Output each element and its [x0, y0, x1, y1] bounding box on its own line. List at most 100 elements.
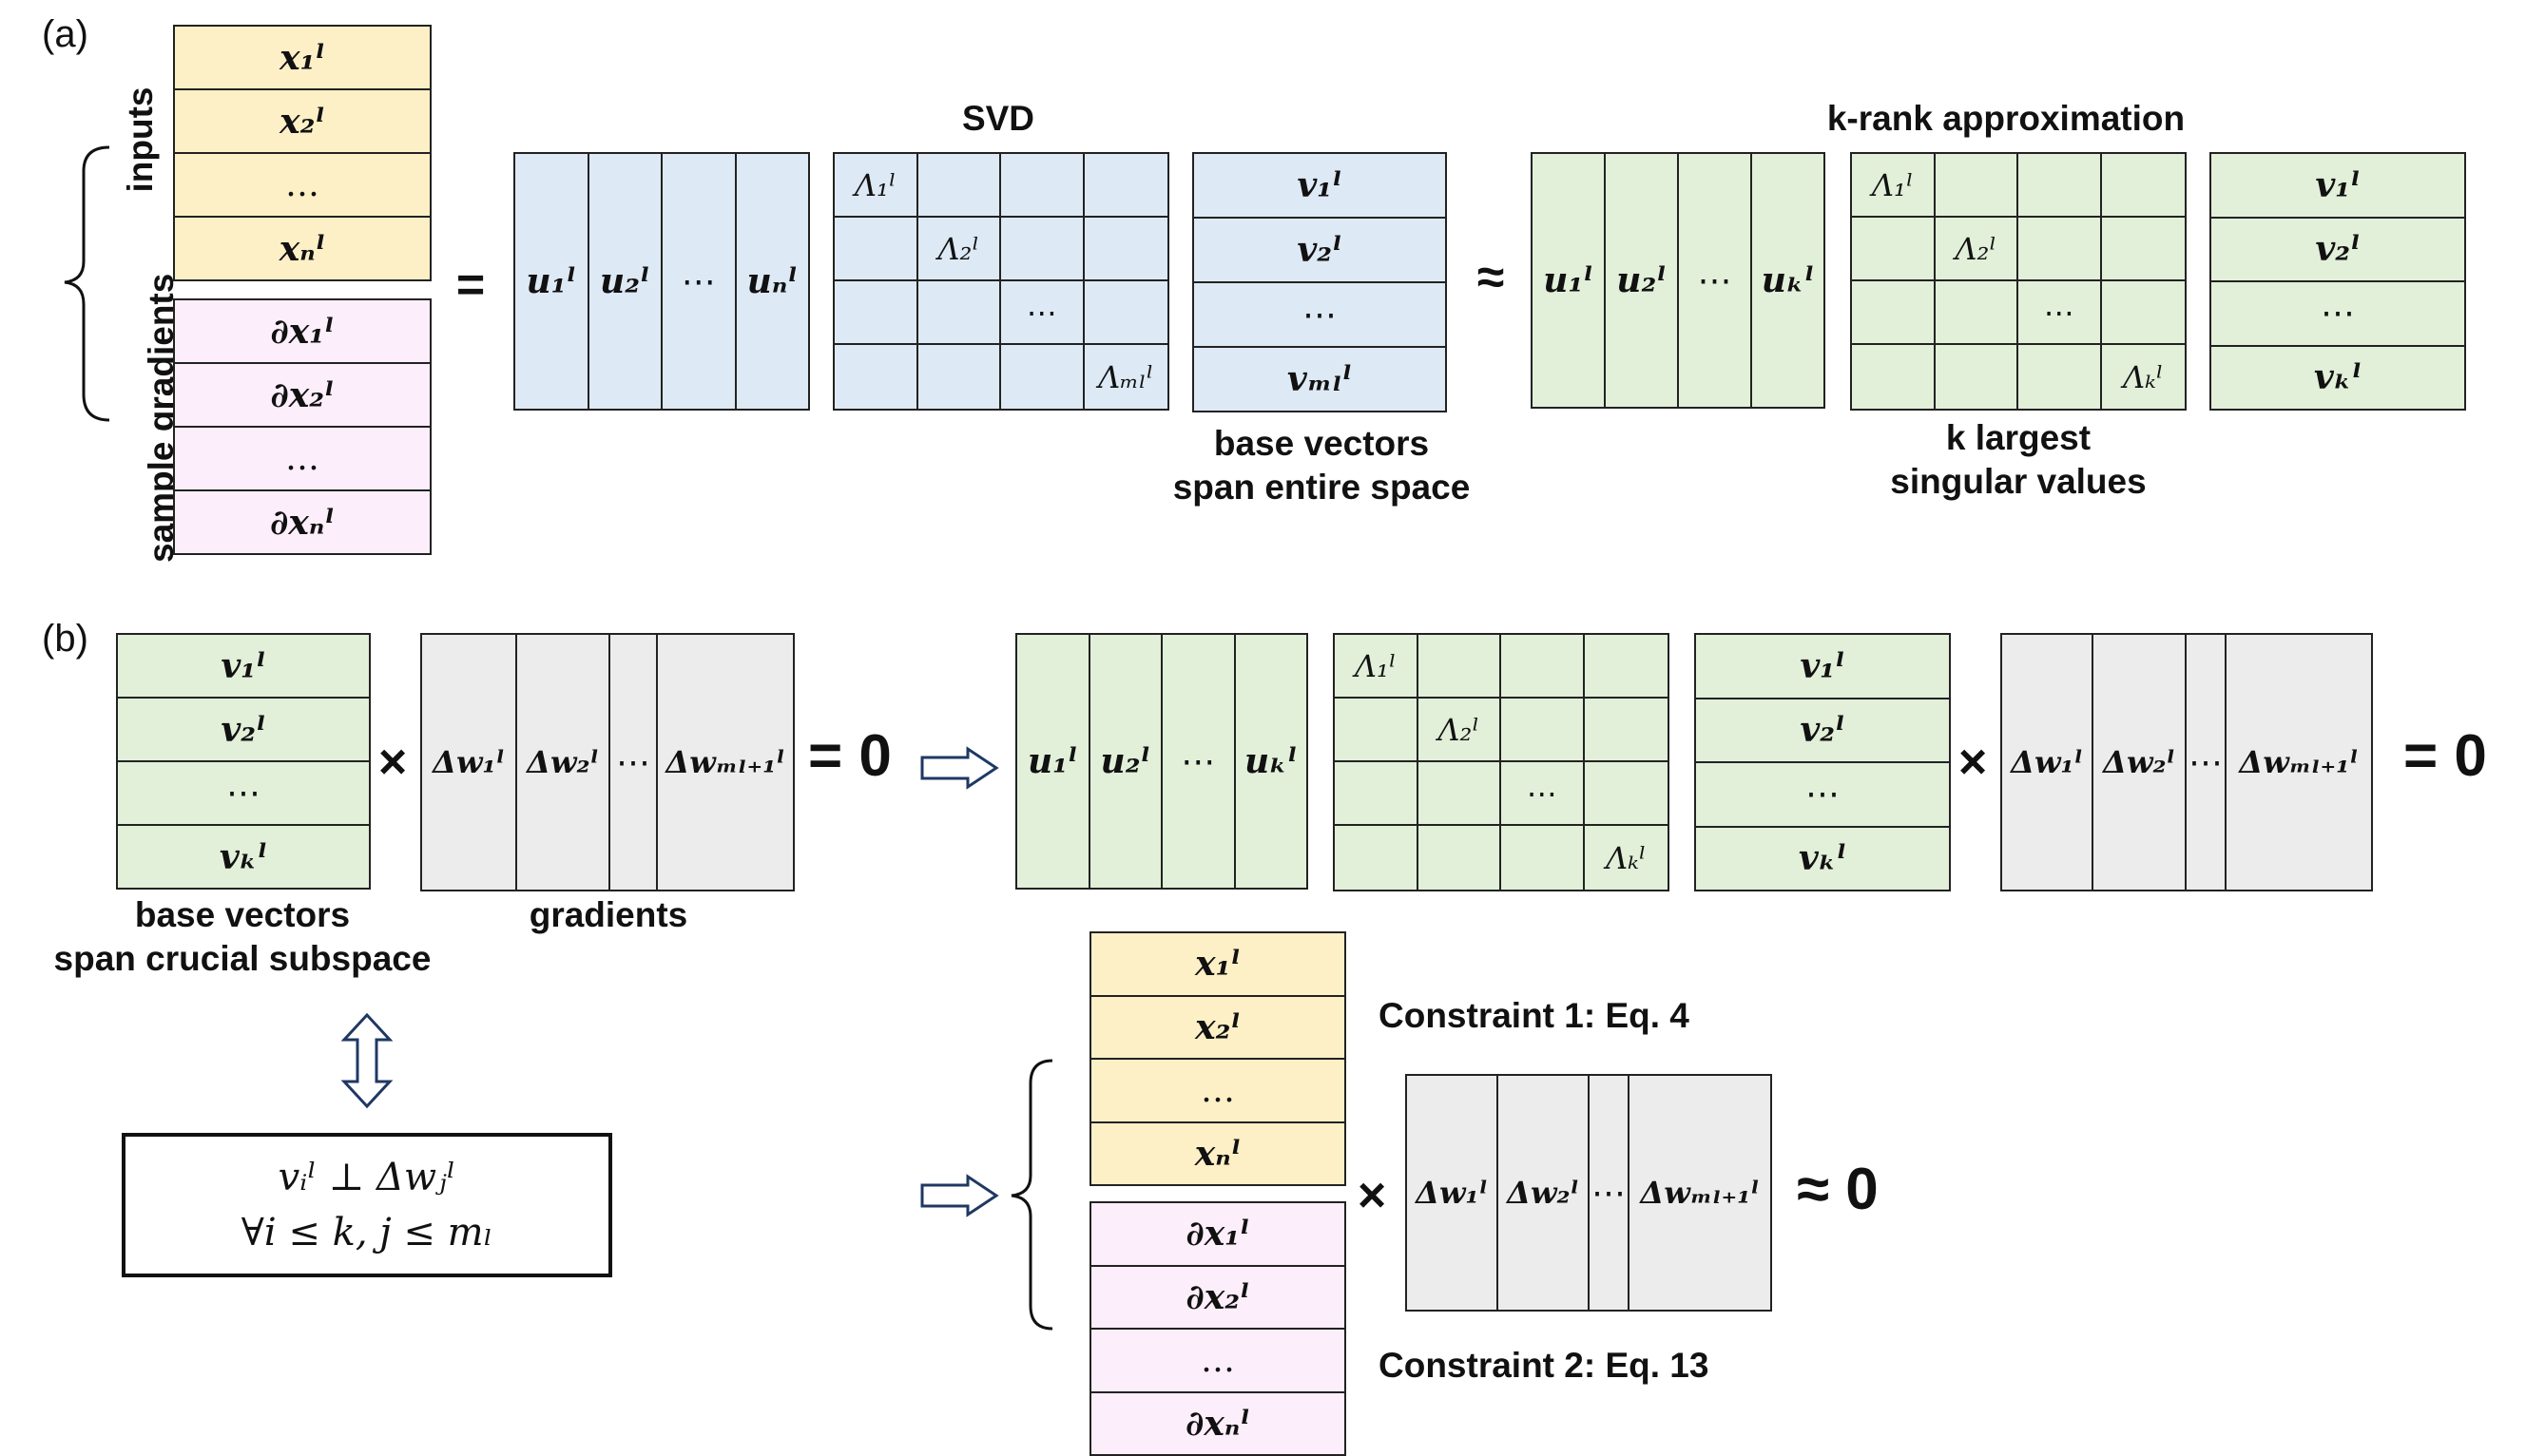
ellipsis: … — [175, 154, 430, 218]
u-column: u₂ˡ — [1606, 154, 1679, 407]
ellipsis: ⋯ — [1590, 1076, 1629, 1310]
gradient-row: ∂xₙˡ — [270, 502, 335, 543]
ellipsis: ⋯ — [610, 635, 658, 890]
v-row: vₖˡ — [2313, 357, 2362, 398]
base-vectors-entire-caption: base vectors span entire space — [1172, 424, 1471, 507]
ellipsis: ⋯ — [1501, 762, 1585, 826]
ellipsis: ⋯ — [2187, 635, 2227, 890]
u-column: u₂ˡ — [1090, 635, 1163, 888]
delta-w-column: Δw₁ˡ — [2002, 635, 2093, 890]
ellipsis: ⋯ — [2211, 282, 2464, 347]
ellipsis: ⋯ — [118, 762, 369, 826]
equals-sign: = — [455, 258, 486, 313]
double-arrow-icon — [340, 1012, 394, 1109]
v-row: v₁ˡ — [118, 635, 369, 699]
gradient-row: ∂xₙˡ — [1186, 1403, 1250, 1444]
v-row: v₁ˡ — [1696, 635, 1949, 699]
times-sign: × — [377, 735, 408, 790]
panel-b-label: (b) — [42, 618, 88, 660]
lambda-entry: Λ₂ˡ — [1935, 218, 2018, 281]
v-row: v₂ˡ — [118, 699, 369, 762]
v-row: vₖˡ — [1798, 838, 1847, 879]
brace-b — [1011, 1059, 1053, 1331]
v-k-matrix: v₁ˡ v₂ˡ ⋯ vₖˡ — [2209, 152, 2466, 411]
lambda-entry: Λₖˡ — [2122, 358, 2164, 395]
u-column: u₂ˡ — [589, 154, 663, 409]
ellipsis: ⋯ — [2018, 281, 2102, 345]
v-row: v₂ˡ — [1194, 219, 1445, 283]
delta-w-column: Δwₘₗ₊₁ˡ — [665, 744, 785, 780]
lambda-entry: Λ₁ˡ — [835, 154, 918, 218]
ellipsis: ⋯ — [1679, 154, 1752, 407]
v-row: v₂ˡ — [2211, 219, 2464, 282]
v-row: v₁ˡ — [1194, 154, 1445, 219]
gradient-row: ∂x₂ˡ — [175, 364, 430, 428]
delta-w-matrix: Δw₁ˡ Δw₂ˡ ⋯ Δwₘₗ₊₁ˡ — [420, 633, 795, 891]
ellipsis: … — [1091, 1060, 1344, 1123]
u-column: u₁ˡ — [1017, 635, 1090, 888]
constraint-2-label: Constraint 2: Eq. 13 — [1379, 1346, 1709, 1385]
v-k-matrix: v₁ˡ v₂ˡ ⋯ vₖˡ — [116, 633, 371, 890]
inputs-label: inputs — [121, 86, 160, 193]
brace-a — [64, 145, 110, 422]
lambda-full-matrix: Λ₁ˡ Λ₂ˡ ⋯ Λₘₗˡ — [833, 152, 1169, 411]
v-row: v₂ˡ — [1696, 699, 1949, 763]
u-full-matrix: u₁ˡ u₂ˡ ⋯ uₙˡ — [513, 152, 810, 411]
v-row: vₘₗˡ — [1286, 359, 1353, 399]
gradient-row: ∂x₂ˡ — [1091, 1267, 1344, 1330]
delta-w-column: Δw₂ˡ — [1498, 1076, 1590, 1310]
delta-w-column: Δwₘₗ₊₁ˡ — [1640, 1175, 1760, 1211]
condition-line: vᵢˡ ⊥ Δwⱼˡ — [278, 1156, 456, 1199]
ellipsis: ⋯ — [663, 154, 737, 409]
input-row: x₂ˡ — [1091, 997, 1344, 1060]
base-vectors-crucial-caption: base vectors span crucial subspace — [53, 895, 432, 978]
approx-zero: ≈ 0 — [1797, 1157, 1879, 1222]
orthogonality-condition-box: vᵢˡ ⊥ Δwⱼˡ ∀i ≤ k, j ≤ mₗ — [122, 1133, 612, 1277]
delta-w-column: Δw₂ˡ — [2093, 635, 2187, 890]
u-column: uₖˡ — [1244, 741, 1298, 781]
delta-w-column: Δw₁ˡ — [422, 635, 517, 890]
ellipsis: ⋯ — [1163, 635, 1236, 888]
v-full-matrix: v₁ˡ v₂ˡ ⋯ vₘₗˡ — [1192, 152, 1447, 412]
input-row: xₙˡ — [1194, 1133, 1242, 1174]
v-row: vₖˡ — [219, 836, 268, 877]
input-row: xₙˡ — [279, 228, 326, 269]
u-k-matrix: u₁ˡ u₂ˡ ⋯ uₖˡ — [1531, 152, 1825, 409]
lambda-entry: Λₘₗˡ — [1098, 358, 1154, 395]
input-row: x₂ˡ — [175, 90, 430, 154]
equals-zero: = 0 — [808, 723, 892, 789]
constraint-1-label: Constraint 1: Eq. 4 — [1379, 996, 1689, 1035]
ellipsis: ⋯ — [1194, 283, 1445, 348]
input-row: x₁ˡ — [1091, 933, 1344, 997]
input-row: x₁ˡ — [175, 27, 430, 90]
gradient-row: ∂x₁ˡ — [175, 300, 430, 364]
times-sign: × — [1957, 735, 1988, 790]
lambda-entry: Λ₂ˡ — [917, 218, 1001, 281]
delta-w-matrix: Δw₁ˡ Δw₂ˡ ⋯ Δwₘₗ₊₁ˡ — [1405, 1074, 1772, 1312]
u-column: uₖˡ — [1761, 260, 1815, 300]
gradients-caption: gradients — [529, 895, 688, 934]
delta-w-column: Δwₘₗ₊₁ˡ — [2239, 744, 2359, 780]
inputs-matrix: x₁ˡ x₂ˡ … xₙˡ — [173, 25, 432, 281]
lambda-k-matrix: Λ₁ˡ Λ₂ˡ ⋯ Λₖˡ — [1333, 633, 1669, 891]
ellipsis: ⋯ — [1001, 281, 1085, 345]
delta-w-column: Δw₁ˡ — [1407, 1076, 1498, 1310]
v-row: v₁ˡ — [2211, 154, 2464, 219]
k-rank-title: k-rank approximation — [1826, 99, 2186, 138]
lambda-entry: Λ₁ˡ — [1335, 635, 1418, 699]
lambda-k-matrix: Λ₁ˡ Λ₂ˡ ⋯ Λₖˡ — [1850, 152, 2187, 411]
lambda-entry: Λ₂ˡ — [1417, 699, 1501, 762]
equals-zero: = 0 — [2403, 723, 2487, 789]
approx-sign: ≈ — [1476, 250, 1505, 305]
svd-title: SVD — [961, 99, 1035, 138]
gradient-row: ∂x₁ˡ — [1091, 1203, 1344, 1267]
delta-w-column: Δw₂ˡ — [517, 635, 610, 890]
inputs-matrix: x₁ˡ x₂ˡ … xₙˡ — [1089, 931, 1346, 1186]
right-arrow-icon — [920, 746, 999, 790]
u-column: uₙˡ — [746, 261, 798, 301]
v-k-matrix: v₁ˡ v₂ˡ ⋯ vₖˡ — [1694, 633, 1951, 891]
u-column: u₁ˡ — [1533, 154, 1606, 407]
ellipsis: ⋯ — [1696, 763, 1949, 828]
u-column: u₁ˡ — [515, 154, 589, 409]
u-k-matrix: u₁ˡ u₂ˡ ⋯ uₖˡ — [1015, 633, 1308, 890]
